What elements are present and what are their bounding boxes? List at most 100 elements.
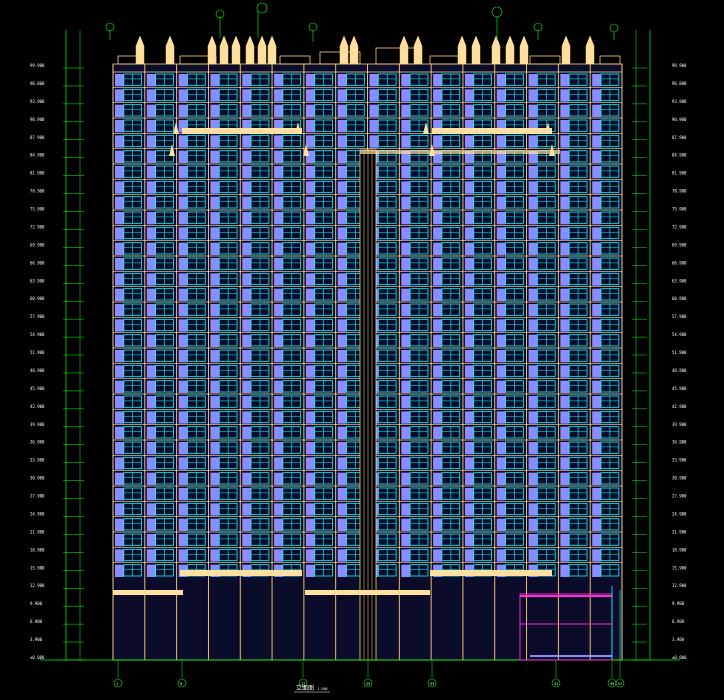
- wall-panel: [210, 135, 220, 148]
- wall-panel: [433, 411, 443, 424]
- wall-panel: [464, 150, 474, 163]
- wall-panel: [305, 426, 315, 439]
- parapet-block: [375, 47, 421, 65]
- wall-panel: [210, 74, 220, 87]
- wall-panel: [242, 549, 252, 562]
- elevation-label: 99.900: [30, 63, 45, 68]
- wall-panel: [210, 350, 220, 363]
- elevation-label: 90.900: [30, 117, 45, 122]
- wall-panel: [210, 273, 220, 286]
- wall-panel: [210, 442, 220, 455]
- wall-panel: [560, 350, 570, 363]
- wall-panel: [210, 166, 220, 179]
- wall-panel: [242, 74, 252, 87]
- wall-panel: [369, 135, 379, 148]
- wall-panel: [146, 304, 156, 317]
- wall-panel: [433, 350, 443, 363]
- wall-panel: [369, 74, 379, 87]
- wall-panel: [528, 304, 538, 317]
- wall-panel: [560, 304, 570, 317]
- wall-panel: [274, 227, 283, 240]
- wall-panel: [464, 534, 474, 547]
- wall-panel: [464, 457, 474, 470]
- wall-panel: [242, 380, 252, 393]
- elevation-label: 12.900: [672, 583, 687, 588]
- wall-panel: [464, 304, 474, 317]
- wall-panel: [560, 135, 570, 148]
- wall-panel: [337, 166, 347, 179]
- wall-panel: [242, 365, 252, 378]
- wall-panel: [592, 396, 602, 409]
- wall-panel: [528, 74, 538, 87]
- wall-panel: [337, 74, 347, 87]
- wall-panel: [528, 89, 538, 102]
- wall-panel: [178, 181, 188, 194]
- wall-panel: [433, 549, 443, 562]
- wall-panel: [305, 365, 315, 378]
- wall-panel: [528, 380, 538, 393]
- wall-panel: [305, 411, 315, 424]
- wall-panel: [528, 242, 538, 255]
- wall-panel: [560, 334, 570, 347]
- elevation-label: 78.900: [30, 189, 45, 194]
- wall-panel: [178, 396, 188, 409]
- wall-panel: [592, 89, 602, 102]
- wall-panel: [496, 518, 506, 531]
- wall-panel: [146, 196, 156, 209]
- drawing-caption: 立面图: [296, 684, 314, 692]
- elevation-label: 12.900: [30, 583, 45, 588]
- wall-panel: [337, 120, 347, 133]
- wall-panel: [178, 227, 188, 240]
- wall-panel: [242, 503, 252, 516]
- wall-panel: [242, 334, 252, 347]
- wall-panel: [592, 564, 602, 577]
- cornice-band: [360, 150, 560, 154]
- wall-panel: [369, 104, 379, 117]
- elevation-label: 3.900: [672, 637, 685, 642]
- wall-panel: [242, 350, 252, 363]
- wall-panel: [528, 488, 538, 501]
- elevation-label: 57.900: [672, 314, 687, 319]
- annex-section: [519, 586, 621, 661]
- wall-panel: [337, 181, 347, 194]
- wall-panel: [433, 196, 443, 209]
- crown-pinnacle: [505, 35, 515, 65]
- elevation-label: 24.900: [30, 511, 45, 516]
- wall-panel: [274, 411, 283, 424]
- wall-panel: [337, 334, 347, 347]
- wall-panel: [115, 212, 124, 225]
- wall-panel: [242, 273, 252, 286]
- callout-marker: [609, 23, 619, 40]
- wall-panel: [337, 411, 347, 424]
- wall-panel: [528, 350, 538, 363]
- wall-panel: [401, 227, 411, 240]
- elevation-label: 69.900: [672, 242, 687, 247]
- wall-panel: [560, 457, 570, 470]
- wall-panel: [401, 319, 411, 332]
- wall-panel: [146, 534, 156, 547]
- wall-panel: [178, 135, 188, 148]
- elevation-label: 51.900: [672, 350, 687, 355]
- top-callouts: [105, 2, 619, 42]
- wall-panel: [115, 380, 124, 393]
- wall-panel: [464, 166, 474, 179]
- cornice-pinnacle: [173, 122, 179, 134]
- elevation-label: 21.900: [672, 529, 687, 534]
- wall-panel: [210, 334, 220, 347]
- wall-panel: [592, 181, 602, 194]
- elevation-label: 60.900: [672, 296, 687, 301]
- wall-panel: [337, 319, 347, 332]
- crown-pinnacle: [585, 35, 595, 65]
- cornice-pinnacle: [169, 144, 175, 156]
- wall-panel: [464, 488, 474, 501]
- wall-panel: [496, 181, 506, 194]
- wall-panel: [433, 426, 443, 439]
- wall-panel: [337, 258, 347, 271]
- elevation-label: 96.800: [672, 81, 687, 86]
- wall-panel: [401, 426, 411, 439]
- wall-panel: [210, 457, 220, 470]
- wall-panel: [146, 488, 156, 501]
- wall-panel: [433, 396, 443, 409]
- wall-panel: [560, 196, 570, 209]
- wall-panel: [464, 227, 474, 240]
